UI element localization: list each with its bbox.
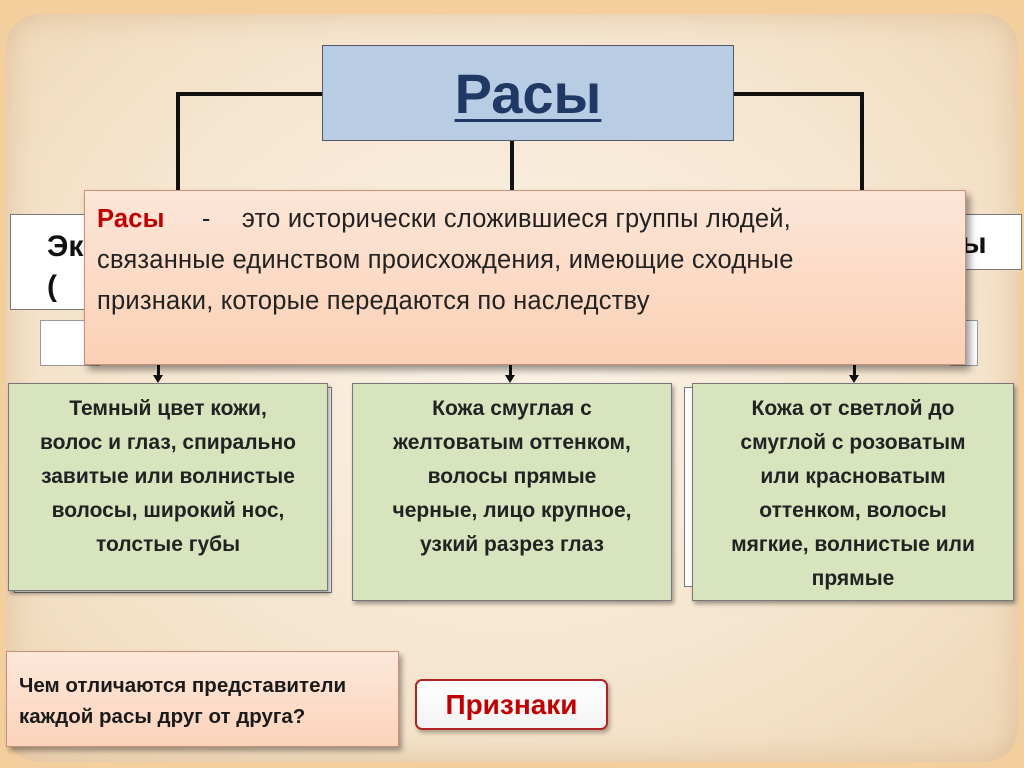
trait-1-line-2: волос и глаз, спирально	[40, 431, 296, 454]
arrow-left-stem	[157, 364, 160, 376]
arrow-right-stem	[853, 364, 856, 376]
definition-text-1: это исторически сложившиеся группы людей…	[241, 205, 791, 233]
definition-box: Расы - это исторически сложившиеся групп…	[84, 190, 966, 365]
definition-term: Расы	[97, 205, 165, 233]
trait-1-line-3: завитые или волнистые	[41, 465, 295, 488]
trait-3-line-5: мягкие, волнистые или	[731, 533, 975, 556]
trait-1-line-5: толстые губы	[95, 533, 241, 556]
arrow-center-stem	[509, 364, 512, 376]
diagram-title: Расы	[454, 61, 602, 125]
arrow-left-head	[153, 375, 163, 383]
trait-box-1: Темный цвет кожи, волос и глаз, спиральн…	[8, 383, 328, 591]
race-box-left-line2: (	[47, 270, 57, 303]
trait-2-line-1: Кожа смуглая с	[432, 397, 592, 420]
connector-top-right	[734, 92, 864, 96]
trait-box-3: Кожа от светлой до смуглой с розоватым и…	[692, 383, 1014, 601]
definition-line-1: Расы - это исторически сложившиеся групп…	[97, 199, 951, 240]
title-box: Расы	[322, 45, 734, 141]
trait-2-line-5: узкий разрез глаз	[420, 533, 604, 556]
race-box-left-line1: Эк	[47, 230, 84, 263]
connector-left-vertical	[176, 92, 180, 216]
trait-1-line-4: волосы, широкий нос,	[51, 499, 285, 522]
trait-1-line-1: Темный цвет кожи,	[69, 397, 267, 420]
question-box: Чем отличаются представители каждой расы…	[6, 651, 399, 747]
arrow-center-head	[505, 375, 515, 383]
arrow-right-head	[849, 375, 859, 383]
question-line-1: Чем отличаются представители	[19, 674, 347, 697]
trait-3-line-6: прямые	[811, 567, 895, 590]
trait-2-line-4: черные, лицо крупное,	[392, 499, 632, 522]
definition-dash: -	[201, 205, 211, 233]
trait-3-line-3: или красноватым	[760, 465, 946, 488]
connector-center-vertical	[510, 141, 514, 193]
trait-2-line-3: волосы прямые	[427, 465, 597, 488]
trait-3-line-1: Кожа от светлой до	[751, 397, 955, 420]
trait-3-line-4: оттенком, волосы	[759, 499, 947, 522]
trait-box-2: Кожа смуглая с желтоватым оттенком, воло…	[352, 383, 672, 601]
signs-button-label: Признаки	[445, 688, 578, 720]
definition-line-2: связанные единством происхождения, имеющ…	[97, 246, 794, 274]
trait-2-line-2: желтоватым оттенком,	[393, 431, 631, 454]
connector-top-left	[176, 92, 324, 96]
connector-right-vertical	[860, 92, 864, 216]
definition-line-3: признаки, которые передаются по наследст…	[97, 287, 650, 315]
signs-button[interactable]: Признаки	[415, 679, 608, 730]
trait-3-line-2: смуглой с розоватым	[740, 431, 966, 454]
question-line-2: каждой расы друг от друга?	[19, 705, 306, 728]
